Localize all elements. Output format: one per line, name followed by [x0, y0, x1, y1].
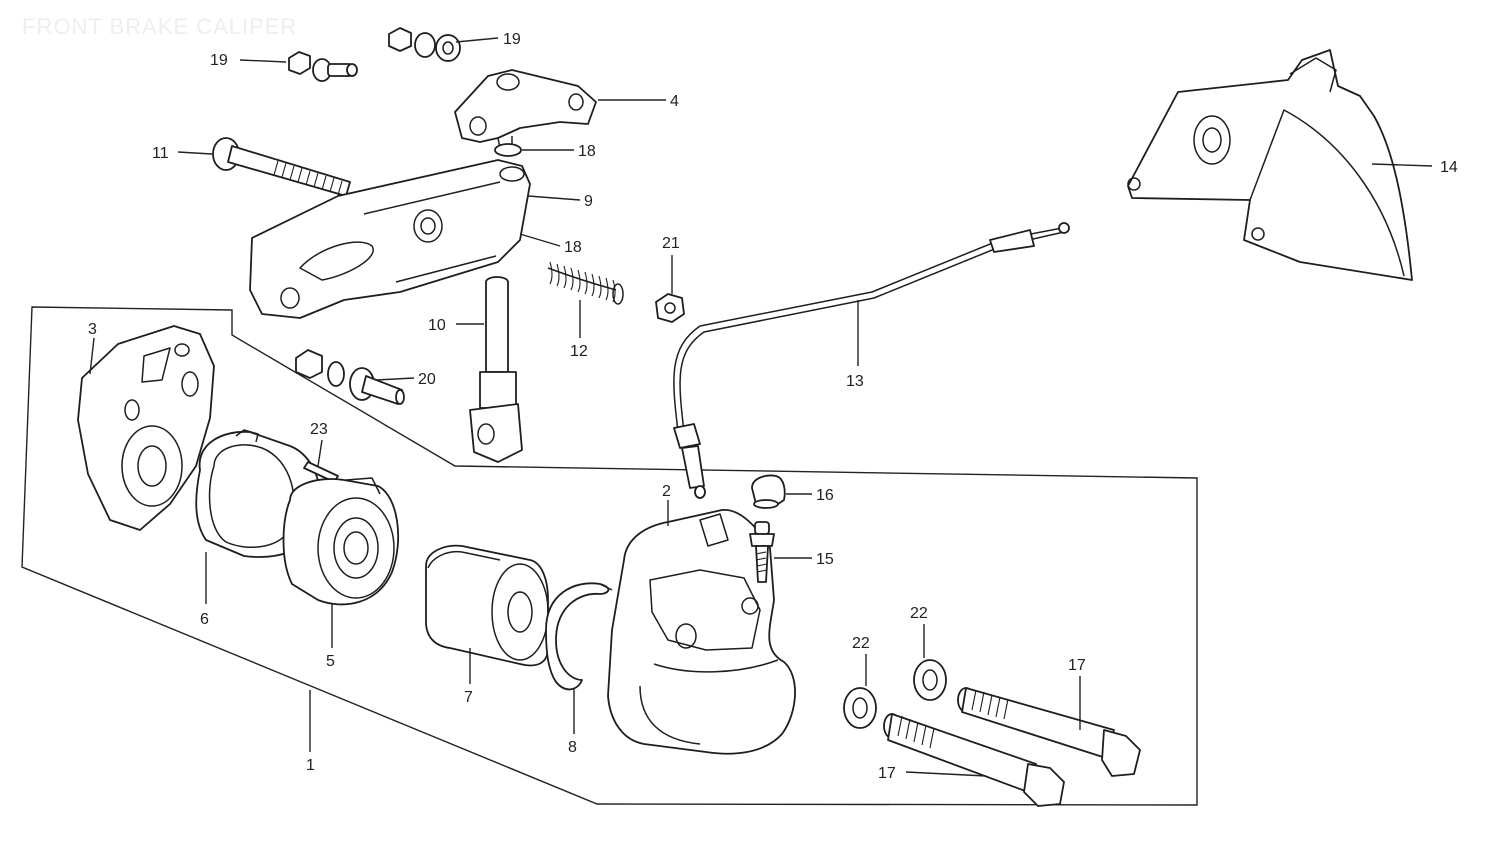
callout-6: 6: [200, 611, 209, 628]
callout-23: 23: [310, 421, 328, 438]
callout-19-left: 19: [210, 52, 228, 69]
callout-17-upper: 17: [1068, 657, 1086, 674]
callout-12: 12: [570, 343, 588, 360]
callout-13: 13: [846, 373, 864, 390]
assembly-boundary: [21, 306, 1198, 806]
callout-4: 4: [670, 93, 679, 110]
part-17-bolt-upper: [957, 687, 1141, 777]
part-3-mounting-plate: [77, 325, 215, 531]
part-22-washer-lower: [843, 687, 877, 729]
part-9-support-bracket: [249, 159, 531, 319]
leader-lines: [89, 37, 1433, 777]
part-21-nut: [655, 293, 685, 323]
part-19-bolt-left: [288, 51, 358, 82]
part-7-piston: [425, 544, 549, 667]
callout-8: 8: [568, 739, 577, 756]
part-22-washer-upper: [913, 659, 947, 701]
callout-3: 3: [88, 321, 97, 338]
callout-15: 15: [816, 551, 834, 568]
part-20-bolt: [295, 349, 405, 405]
part-15-bleeder-valve: [749, 521, 775, 583]
callout-9: 9: [584, 193, 593, 210]
callout-14: 14: [1440, 159, 1458, 176]
part-19-bolt-top: [388, 27, 461, 62]
callout-20: 20: [418, 371, 436, 388]
part-16-bleeder-cap: [751, 474, 786, 509]
part-2-caliper-body: [607, 509, 796, 755]
callout-labels: 19 19 4 11 18 9 18 21 10 12 3 20 13 14 2…: [88, 31, 1458, 782]
part-14-caliper-cover: [1127, 49, 1413, 281]
part-5-outer-pad: [282, 477, 400, 606]
part-18-oring-upper: [494, 143, 522, 157]
part-17-bolt-lower: [883, 713, 1065, 807]
callout-19-top: 19: [503, 31, 521, 48]
callout-18-lower: 18: [564, 239, 582, 256]
part-8-seal: [545, 582, 613, 691]
part-12-spring: [547, 261, 624, 305]
callout-10: 10: [428, 317, 446, 334]
callout-17-lower: 17: [878, 765, 896, 782]
callout-21: 21: [662, 235, 680, 252]
callout-1: 1: [306, 757, 315, 774]
part-13-brake-hose: [673, 222, 1070, 499]
part-11-long-bolt: [212, 137, 351, 197]
callout-22-left: 22: [852, 635, 870, 652]
diagram-title: FRONT BRAKE CALIPER: [22, 14, 298, 39]
part-10-slide-pin: [469, 276, 523, 463]
callout-18-upper: 18: [578, 143, 596, 160]
callout-11: 11: [152, 145, 169, 162]
callout-7: 7: [464, 689, 473, 706]
callout-5: 5: [326, 653, 335, 670]
callout-2: 2: [662, 483, 671, 500]
callout-22-right: 22: [910, 605, 928, 622]
callout-16: 16: [816, 487, 834, 504]
part-4-bracket: [454, 69, 597, 149]
